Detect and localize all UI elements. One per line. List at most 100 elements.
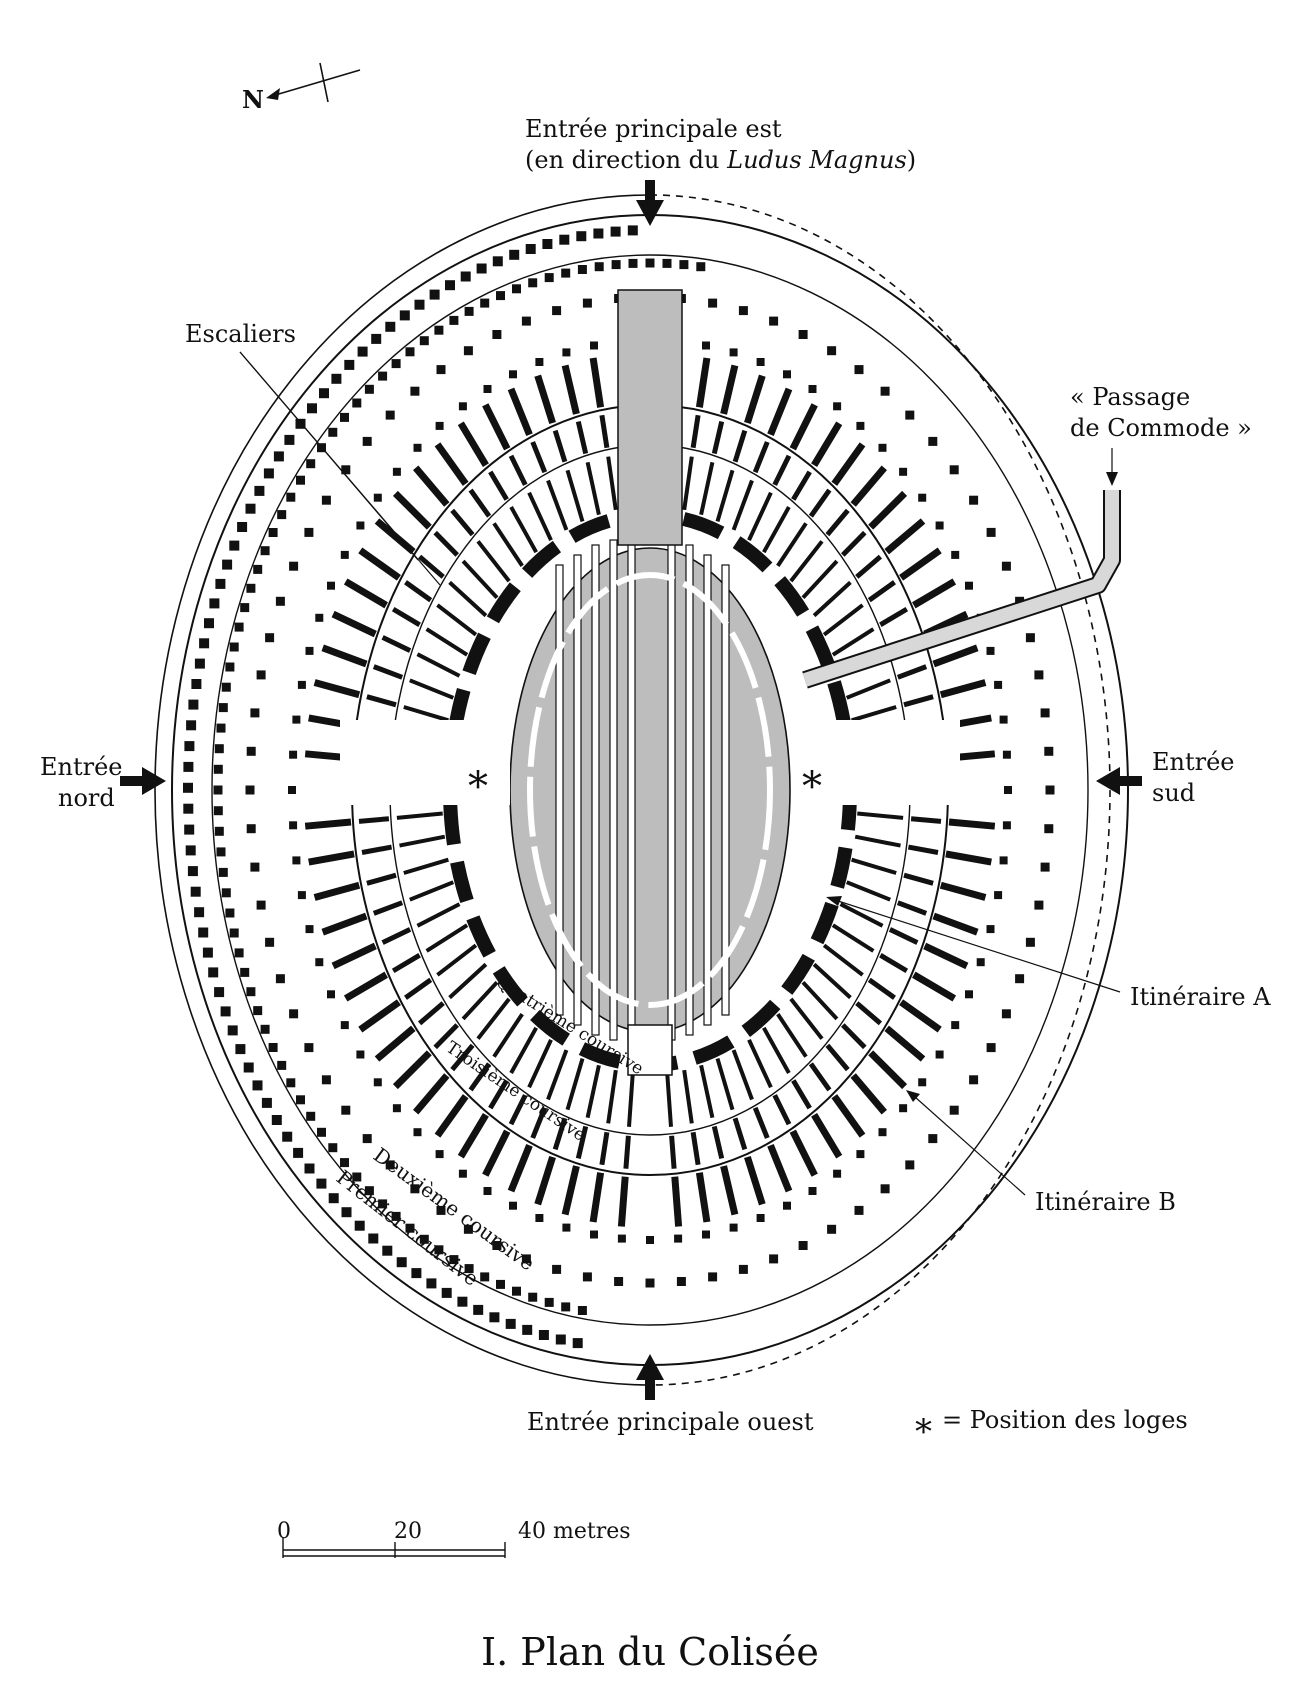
hypogeum-corridor	[573, 554, 582, 1026]
pier	[229, 928, 239, 938]
pier	[282, 1131, 293, 1142]
pier	[297, 891, 306, 900]
radial-wall	[776, 522, 808, 568]
pier	[460, 271, 471, 282]
radial-wall	[599, 1131, 610, 1166]
radial-wall	[409, 880, 455, 902]
radial-wall	[450, 1043, 475, 1072]
pier	[340, 1158, 349, 1168]
pier	[928, 436, 938, 446]
pier	[382, 1245, 393, 1256]
radial-wall	[396, 811, 443, 820]
radial-wall	[808, 1062, 832, 1092]
label-entree-nord-line2: nord	[58, 784, 115, 812]
radial-wall	[939, 881, 987, 901]
hypogeum-corridors	[527, 539, 773, 1041]
pier	[315, 613, 324, 622]
pier	[289, 1009, 299, 1019]
pier	[286, 492, 296, 502]
pier-rings	[183, 225, 1055, 1349]
radial-wall	[343, 971, 388, 1002]
pier	[357, 346, 368, 357]
radial-wall	[361, 844, 393, 855]
pier	[674, 1234, 683, 1243]
radial-wall	[762, 1026, 791, 1074]
radial-wall	[939, 679, 987, 699]
pier	[627, 225, 638, 236]
pier	[190, 886, 201, 897]
pier	[463, 1224, 473, 1234]
pier	[538, 1330, 549, 1340]
pier	[702, 341, 710, 350]
radial-wall	[508, 454, 528, 486]
radial-wall	[623, 1135, 631, 1169]
pier	[275, 974, 285, 984]
pier	[213, 764, 223, 774]
pier	[827, 346, 837, 356]
pier	[662, 258, 672, 268]
radial-wall	[343, 578, 388, 609]
radial-wall	[482, 403, 511, 451]
loge-marker-north: *	[468, 764, 488, 810]
radial-wall	[845, 880, 891, 902]
radial-wall	[831, 923, 875, 953]
radial-wall	[575, 1125, 589, 1159]
inner-ring-edge	[211, 254, 1089, 1326]
loges-legend-text: = Position des loges	[942, 1406, 1188, 1434]
radial-wall	[720, 1165, 739, 1216]
pier	[246, 987, 256, 997]
pier	[986, 527, 996, 537]
radial-wall	[789, 997, 824, 1040]
pier	[473, 1304, 484, 1315]
pier	[798, 330, 808, 339]
pier	[899, 1104, 908, 1113]
radial-wall	[831, 1094, 866, 1138]
pier	[969, 1075, 979, 1085]
arrow-south-entrance-icon	[1096, 767, 1142, 795]
radial-wall	[896, 900, 928, 916]
pier	[194, 658, 205, 669]
pier	[261, 1097, 272, 1108]
radial-wall	[752, 441, 770, 474]
east-axial-passage	[617, 289, 683, 546]
pier	[199, 638, 210, 649]
pier	[253, 564, 263, 574]
radial-wall	[488, 470, 509, 501]
radial-wall	[752, 1106, 770, 1139]
radial-wall	[912, 578, 957, 609]
pier	[191, 679, 202, 689]
radial-wall	[699, 461, 715, 516]
pier	[808, 1187, 817, 1195]
label-entree-est-line1: Entrée principale est	[525, 115, 782, 143]
pier	[856, 421, 865, 430]
pier	[215, 578, 226, 589]
pier	[489, 1312, 500, 1323]
radial-wall	[671, 1176, 683, 1227]
label-itineraire-b: Itinéraire B	[1035, 1188, 1176, 1216]
radial-wall	[417, 554, 445, 579]
radial-wall	[945, 850, 992, 866]
arrow-north-entrance-icon	[120, 767, 166, 795]
pier	[307, 403, 317, 414]
pier	[216, 723, 226, 733]
pier	[405, 1223, 415, 1233]
pier	[476, 263, 487, 274]
radial-wall	[565, 469, 585, 522]
pier	[413, 1128, 422, 1137]
pier	[209, 598, 220, 609]
arrow-east-entrance-icon	[636, 180, 664, 226]
pier	[1001, 1009, 1011, 1019]
radial-wall	[720, 364, 739, 415]
radial-wall	[404, 977, 433, 1000]
radial-wall	[546, 1049, 569, 1101]
pier	[250, 708, 260, 718]
radial-walls	[304, 353, 996, 1227]
pier	[582, 1272, 592, 1282]
pier	[235, 1044, 246, 1055]
scale-bar: 0 20 40 metres	[277, 1519, 631, 1558]
leader-itineraire-b	[914, 1096, 1026, 1196]
pier	[544, 1297, 554, 1307]
pier	[263, 468, 274, 479]
radial-wall	[772, 1094, 792, 1126]
pier	[480, 1272, 490, 1282]
